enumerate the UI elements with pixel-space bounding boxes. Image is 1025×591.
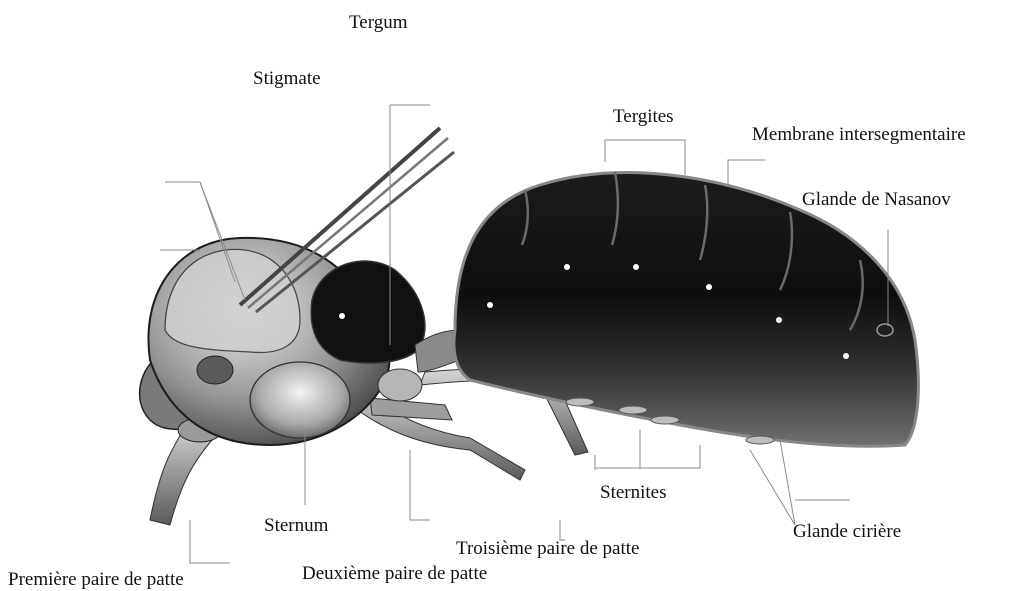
label-sternum: Sternum xyxy=(264,516,328,535)
thorax-opening xyxy=(311,261,425,363)
abdomen xyxy=(454,173,918,447)
label-stigmate: Stigmate xyxy=(253,69,321,88)
label-membrane-intersegmentaire: Membrane intersegmentaire xyxy=(752,125,966,144)
label-troisieme-paire-de-patte: Troisième paire de patte xyxy=(456,539,639,558)
stigma-dot xyxy=(339,313,345,319)
label-tergites: Tergites xyxy=(613,107,674,126)
label-glande-ciriere: Glande cirière xyxy=(793,522,901,541)
label-glande-de-nasanov: Glande de Nasanov xyxy=(802,190,951,209)
label-deuxieme-paire-de-patte: Deuxième paire de patte xyxy=(302,564,487,583)
coxa xyxy=(197,356,233,384)
petiole-joint xyxy=(378,369,422,401)
label-sternites: Sternites xyxy=(600,483,667,502)
sternum-bulge xyxy=(250,362,350,438)
label-premiere-paire-de-patte: Première paire de patte xyxy=(8,570,184,589)
label-tergum: Tergum xyxy=(349,13,407,32)
